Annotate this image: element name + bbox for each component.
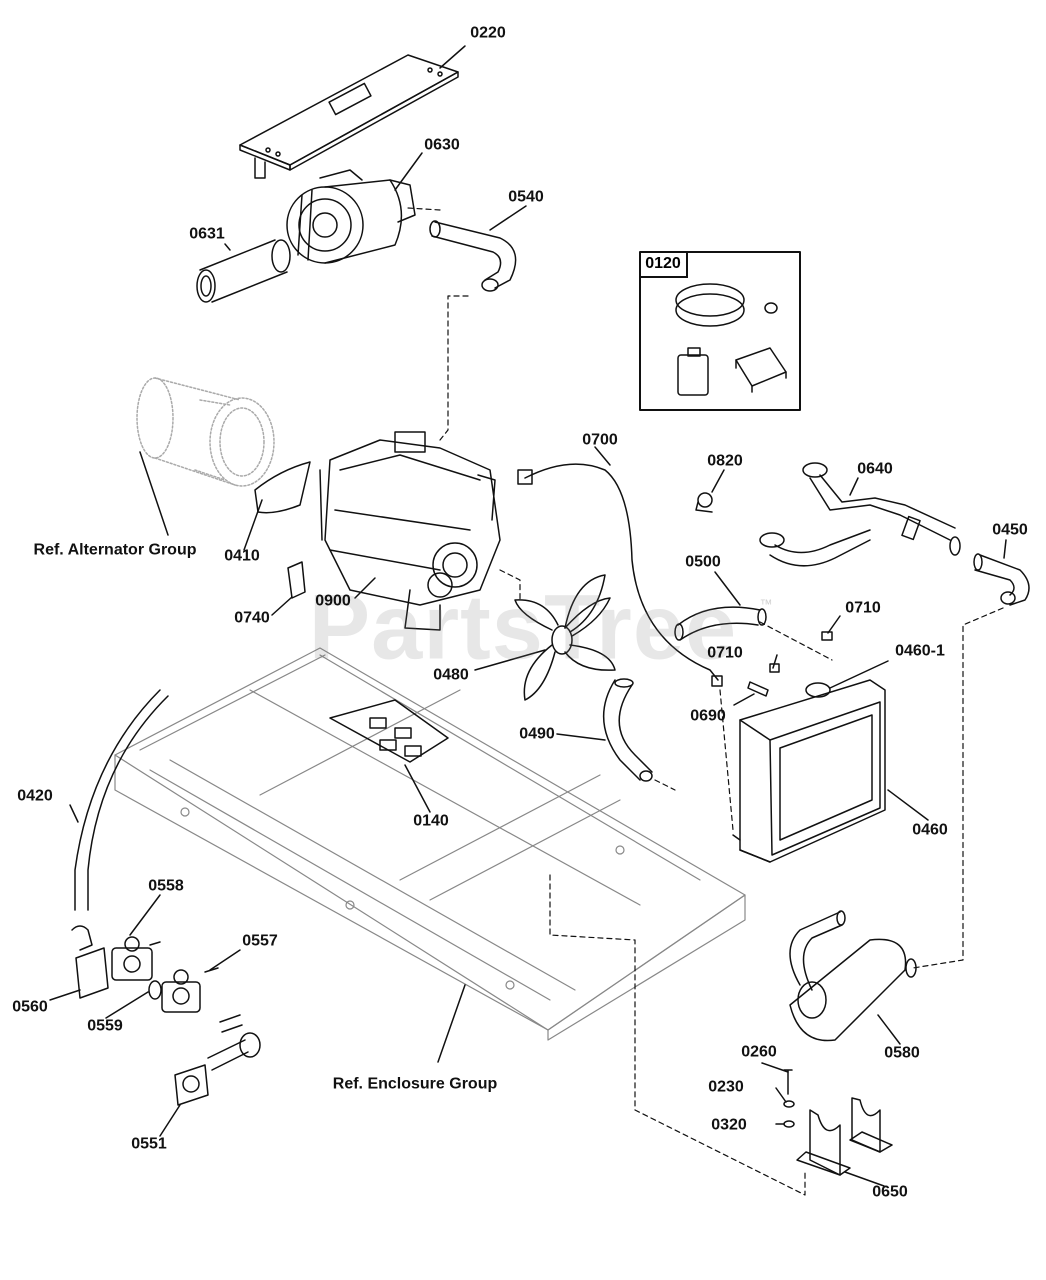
label-0480[interactable]: 0480 bbox=[433, 666, 469, 684]
label-0900[interactable]: 0900 bbox=[315, 592, 351, 610]
part-0710-fitting-a[interactable] bbox=[821, 631, 833, 641]
part-0559-oring[interactable] bbox=[148, 980, 162, 1000]
part-0320-washer[interactable] bbox=[783, 1120, 795, 1128]
label-0450[interactable]: 0450 bbox=[992, 521, 1028, 539]
inset-0120-kit[interactable] bbox=[639, 251, 801, 411]
label-0490[interactable]: 0490 bbox=[519, 725, 555, 743]
label-0551[interactable]: 0551 bbox=[131, 1135, 167, 1153]
leader-lines bbox=[49, 45, 1007, 1187]
part-0410-plate[interactable] bbox=[254, 461, 311, 514]
label-0740[interactable]: 0740 bbox=[234, 609, 270, 627]
label-0460[interactable]: 0460 bbox=[912, 821, 948, 839]
label-0631[interactable]: 0631 bbox=[189, 225, 225, 243]
label-0580[interactable]: 0580 bbox=[884, 1044, 920, 1062]
label-0260[interactable]: 0260 bbox=[741, 1043, 777, 1061]
label-0420[interactable]: 0420 bbox=[17, 787, 53, 805]
label-0690[interactable]: 0690 bbox=[690, 707, 726, 725]
label-0230[interactable]: 0230 bbox=[708, 1078, 744, 1096]
label-0559[interactable]: 0559 bbox=[87, 1017, 123, 1035]
part-0650-brackets[interactable] bbox=[796, 1097, 893, 1176]
label-ref-enclosure-group[interactable]: Ref. Enclosure Group bbox=[332, 1075, 498, 1093]
part-0230-washer[interactable] bbox=[783, 1100, 795, 1108]
assembly-dashed-lines bbox=[407, 207, 1004, 1196]
part-0540-intake-hose[interactable] bbox=[429, 220, 517, 292]
part-0820-clamp[interactable] bbox=[695, 492, 713, 513]
ref-alternator-outline bbox=[136, 377, 275, 487]
part-0551-fitting[interactable] bbox=[174, 1014, 261, 1106]
part-0490-hose[interactable] bbox=[603, 678, 653, 782]
label-0710-upper[interactable]: 0710 bbox=[845, 599, 881, 617]
part-0557-valve[interactable] bbox=[149, 941, 219, 1013]
label-0540[interactable]: 0540 bbox=[508, 188, 544, 206]
inset-0120-label: 0120 bbox=[640, 252, 688, 278]
label-0650[interactable]: 0650 bbox=[872, 1183, 908, 1201]
part-0558-valve[interactable] bbox=[111, 936, 153, 981]
label-ref-alternator-group[interactable]: Ref. Alternator Group bbox=[33, 541, 197, 559]
label-0700[interactable]: 0700 bbox=[582, 431, 618, 449]
label-0640[interactable]: 0640 bbox=[857, 460, 893, 478]
label-0560[interactable]: 0560 bbox=[12, 998, 48, 1016]
part-0260-bolt[interactable] bbox=[783, 1069, 793, 1095]
part-0631-filter-element[interactable] bbox=[196, 239, 291, 303]
label-0140[interactable]: 0140 bbox=[413, 812, 449, 830]
label-0820[interactable]: 0820 bbox=[707, 452, 743, 470]
part-0630-air-cleaner[interactable] bbox=[286, 169, 416, 264]
ref-enclosure-frame bbox=[114, 647, 746, 1041]
part-0900-engine[interactable] bbox=[319, 431, 501, 631]
label-0320[interactable]: 0320 bbox=[711, 1116, 747, 1134]
part-0700-wire-harness[interactable] bbox=[517, 463, 723, 687]
label-0460-1[interactable]: 0460-1 bbox=[895, 642, 945, 660]
part-0420-hose[interactable] bbox=[74, 689, 169, 911]
part-0560-bracket[interactable] bbox=[71, 925, 109, 999]
part-0690-sensor[interactable] bbox=[747, 681, 769, 697]
label-0557[interactable]: 0557 bbox=[242, 932, 278, 950]
label-0630[interactable]: 0630 bbox=[424, 136, 460, 154]
part-0640-hose-assembly[interactable] bbox=[759, 462, 961, 567]
watermark-trademark: ™ bbox=[759, 596, 773, 612]
label-0220[interactable]: 0220 bbox=[470, 24, 506, 42]
label-0710-lower[interactable]: 0710 bbox=[707, 644, 743, 662]
part-0480-fan[interactable] bbox=[514, 574, 616, 701]
label-0410[interactable]: 0410 bbox=[224, 547, 260, 565]
part-0580-muffler[interactable] bbox=[789, 910, 917, 1042]
part-0220-top-plate[interactable] bbox=[239, 54, 459, 179]
part-0740-bracket[interactable] bbox=[287, 561, 306, 599]
watermark-text: PartsTree bbox=[308, 576, 738, 679]
part-0460-radiator[interactable] bbox=[732, 679, 886, 863]
part-0140-tray[interactable] bbox=[329, 699, 449, 763]
part-0450-hose[interactable] bbox=[973, 553, 1030, 606]
label-0558[interactable]: 0558 bbox=[148, 877, 184, 895]
part-0500-hose[interactable] bbox=[674, 606, 767, 641]
label-0500[interactable]: 0500 bbox=[685, 553, 721, 571]
